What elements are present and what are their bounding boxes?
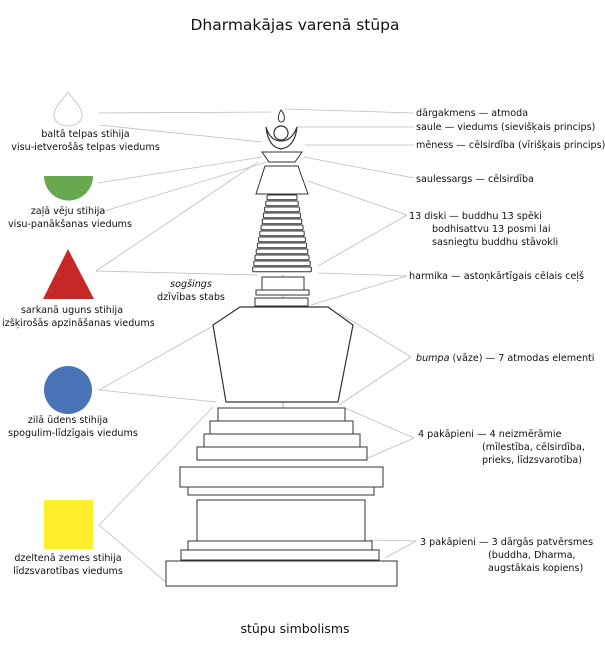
spire-disc	[253, 260, 311, 267]
spire-disc	[254, 254, 310, 261]
spire-disc	[255, 248, 309, 255]
umbrella-top	[261, 151, 303, 163]
right-leader-lines	[284, 108, 417, 559]
diagram-caption: stūpu simbolisms	[240, 621, 350, 636]
sun-label: saule — viedums (sievišķais princips)	[416, 122, 596, 133]
spire-disc	[256, 242, 308, 249]
yellow-square-icon	[44, 500, 93, 549]
harmika-base	[255, 289, 310, 296]
three-steps	[165, 540, 398, 587]
stupa-diagram	[43, 91, 417, 587]
spire-disc	[266, 194, 298, 201]
umbrella-label: saulessargs — cēlsirdība	[416, 174, 534, 185]
red-triangle-icon	[43, 249, 94, 299]
blue-circle-icon	[44, 366, 92, 414]
sun-shape	[273, 125, 289, 141]
harmika-shape	[261, 276, 305, 291]
bumpa-label: bumpa (vāze) — 7 atmodas elementi	[416, 353, 595, 364]
life-pole-label: sogšings dzīvības stabs	[157, 279, 225, 303]
spire-disc	[260, 224, 304, 231]
spire-disc	[264, 206, 300, 213]
bumpa-shape	[212, 306, 354, 403]
spire-disc	[258, 236, 306, 243]
harmika-label: harmika — astoņkārtīgais cēlais ceļš	[409, 271, 585, 282]
white-drop-icon	[53, 91, 83, 127]
four-steps-label: 4 pakāpieni — 4 neizmērāmie (mīlestība, …	[418, 429, 585, 466]
page-title: Dharmakājas varenā stūpa	[190, 16, 400, 34]
left-leader-lines	[95, 111, 278, 584]
moon-shape	[265, 126, 298, 150]
spire-disc	[262, 212, 302, 219]
jewel-label: dārgakmens — atmoda	[416, 108, 529, 119]
spire-disc	[261, 218, 303, 225]
neck-shape	[254, 297, 309, 307]
umbrella-bottom	[255, 165, 309, 195]
throne	[179, 466, 384, 543]
moon-label: mēness — cēlsirdība (vīrišķais princips)	[416, 140, 605, 151]
four-steps	[196, 407, 368, 461]
discs-label: 13 diski — buddhu 13 spēki bodhisattvu 1…	[409, 211, 559, 248]
spire-disc	[265, 200, 299, 207]
spire-disc	[252, 266, 312, 273]
jewel-shape	[277, 109, 285, 123]
spire-disc	[259, 230, 305, 237]
spire-discs	[252, 194, 312, 273]
three-steps-label: 3 pakāpieni — 3 dārgās patvērsmes (buddh…	[420, 537, 594, 574]
green-half-circle-icon	[44, 176, 93, 201]
